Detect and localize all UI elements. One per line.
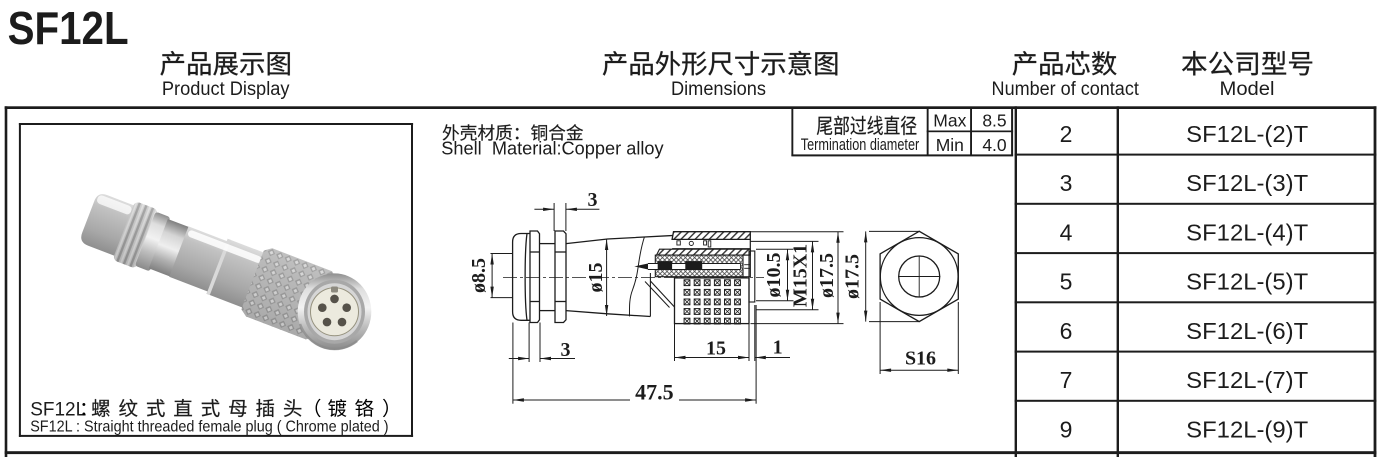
svg-text:1: 1 [773,337,783,359]
svg-text:4.0: 4.0 [982,135,1007,155]
svg-text:ø17.5: ø17.5 [842,254,864,299]
svg-text:ø17.5: ø17.5 [816,253,838,298]
svg-text:ø10.5: ø10.5 [763,253,785,298]
svg-text:SF12L-(7)T: SF12L-(7)T [1186,367,1308,393]
svg-text:2: 2 [1060,121,1073,147]
svg-text:Model: Model [1220,79,1275,100]
svg-text:ø15: ø15 [585,263,607,293]
svg-text:Shell Material:Copper alloy: Shell Material:Copper alloy [441,139,663,159]
svg-text:SF12L : Straight threaded fema: SF12L : Straight threaded female plug ( … [30,418,388,435]
svg-text:Dimensions: Dimensions [671,79,766,100]
svg-text:3: 3 [561,339,571,361]
svg-text:7: 7 [1060,367,1073,393]
svg-text:Min: Min [936,135,964,155]
svg-text:8.5: 8.5 [982,111,1006,131]
svg-text:SF12L-(9)T: SF12L-(9)T [1186,416,1308,442]
svg-text:Max: Max [933,111,966,131]
svg-text:Product Display: Product Display [162,79,290,100]
svg-text:SF12L-(6)T: SF12L-(6)T [1186,318,1308,344]
svg-text:Number of contact: Number of contact [992,79,1140,100]
svg-text:6: 6 [1060,318,1073,344]
svg-text:Termination diameter: Termination diameter [801,136,920,154]
svg-text:SF12L-(4)T: SF12L-(4)T [1186,219,1308,245]
svg-text:M15X1: M15X1 [790,244,812,307]
svg-text:SF12L-(2)T: SF12L-(2)T [1186,121,1308,147]
svg-text:S16: S16 [905,348,936,370]
svg-text:3: 3 [588,189,598,211]
svg-text:ø8.5: ø8.5 [468,258,490,293]
svg-text:SF12L-(5)T: SF12L-(5)T [1186,269,1308,295]
svg-text:SF12L: SF12L [8,2,129,54]
svg-text:47.5: 47.5 [635,379,674,404]
svg-text:4: 4 [1060,219,1073,245]
svg-text:3: 3 [1060,170,1073,196]
svg-text:5: 5 [1060,269,1073,295]
svg-text:SF12L-(3)T: SF12L-(3)T [1186,170,1308,196]
svg-text:SF12L: SF12L [30,399,86,420]
svg-text:9: 9 [1060,416,1073,442]
svg-text:15: 15 [706,338,726,360]
